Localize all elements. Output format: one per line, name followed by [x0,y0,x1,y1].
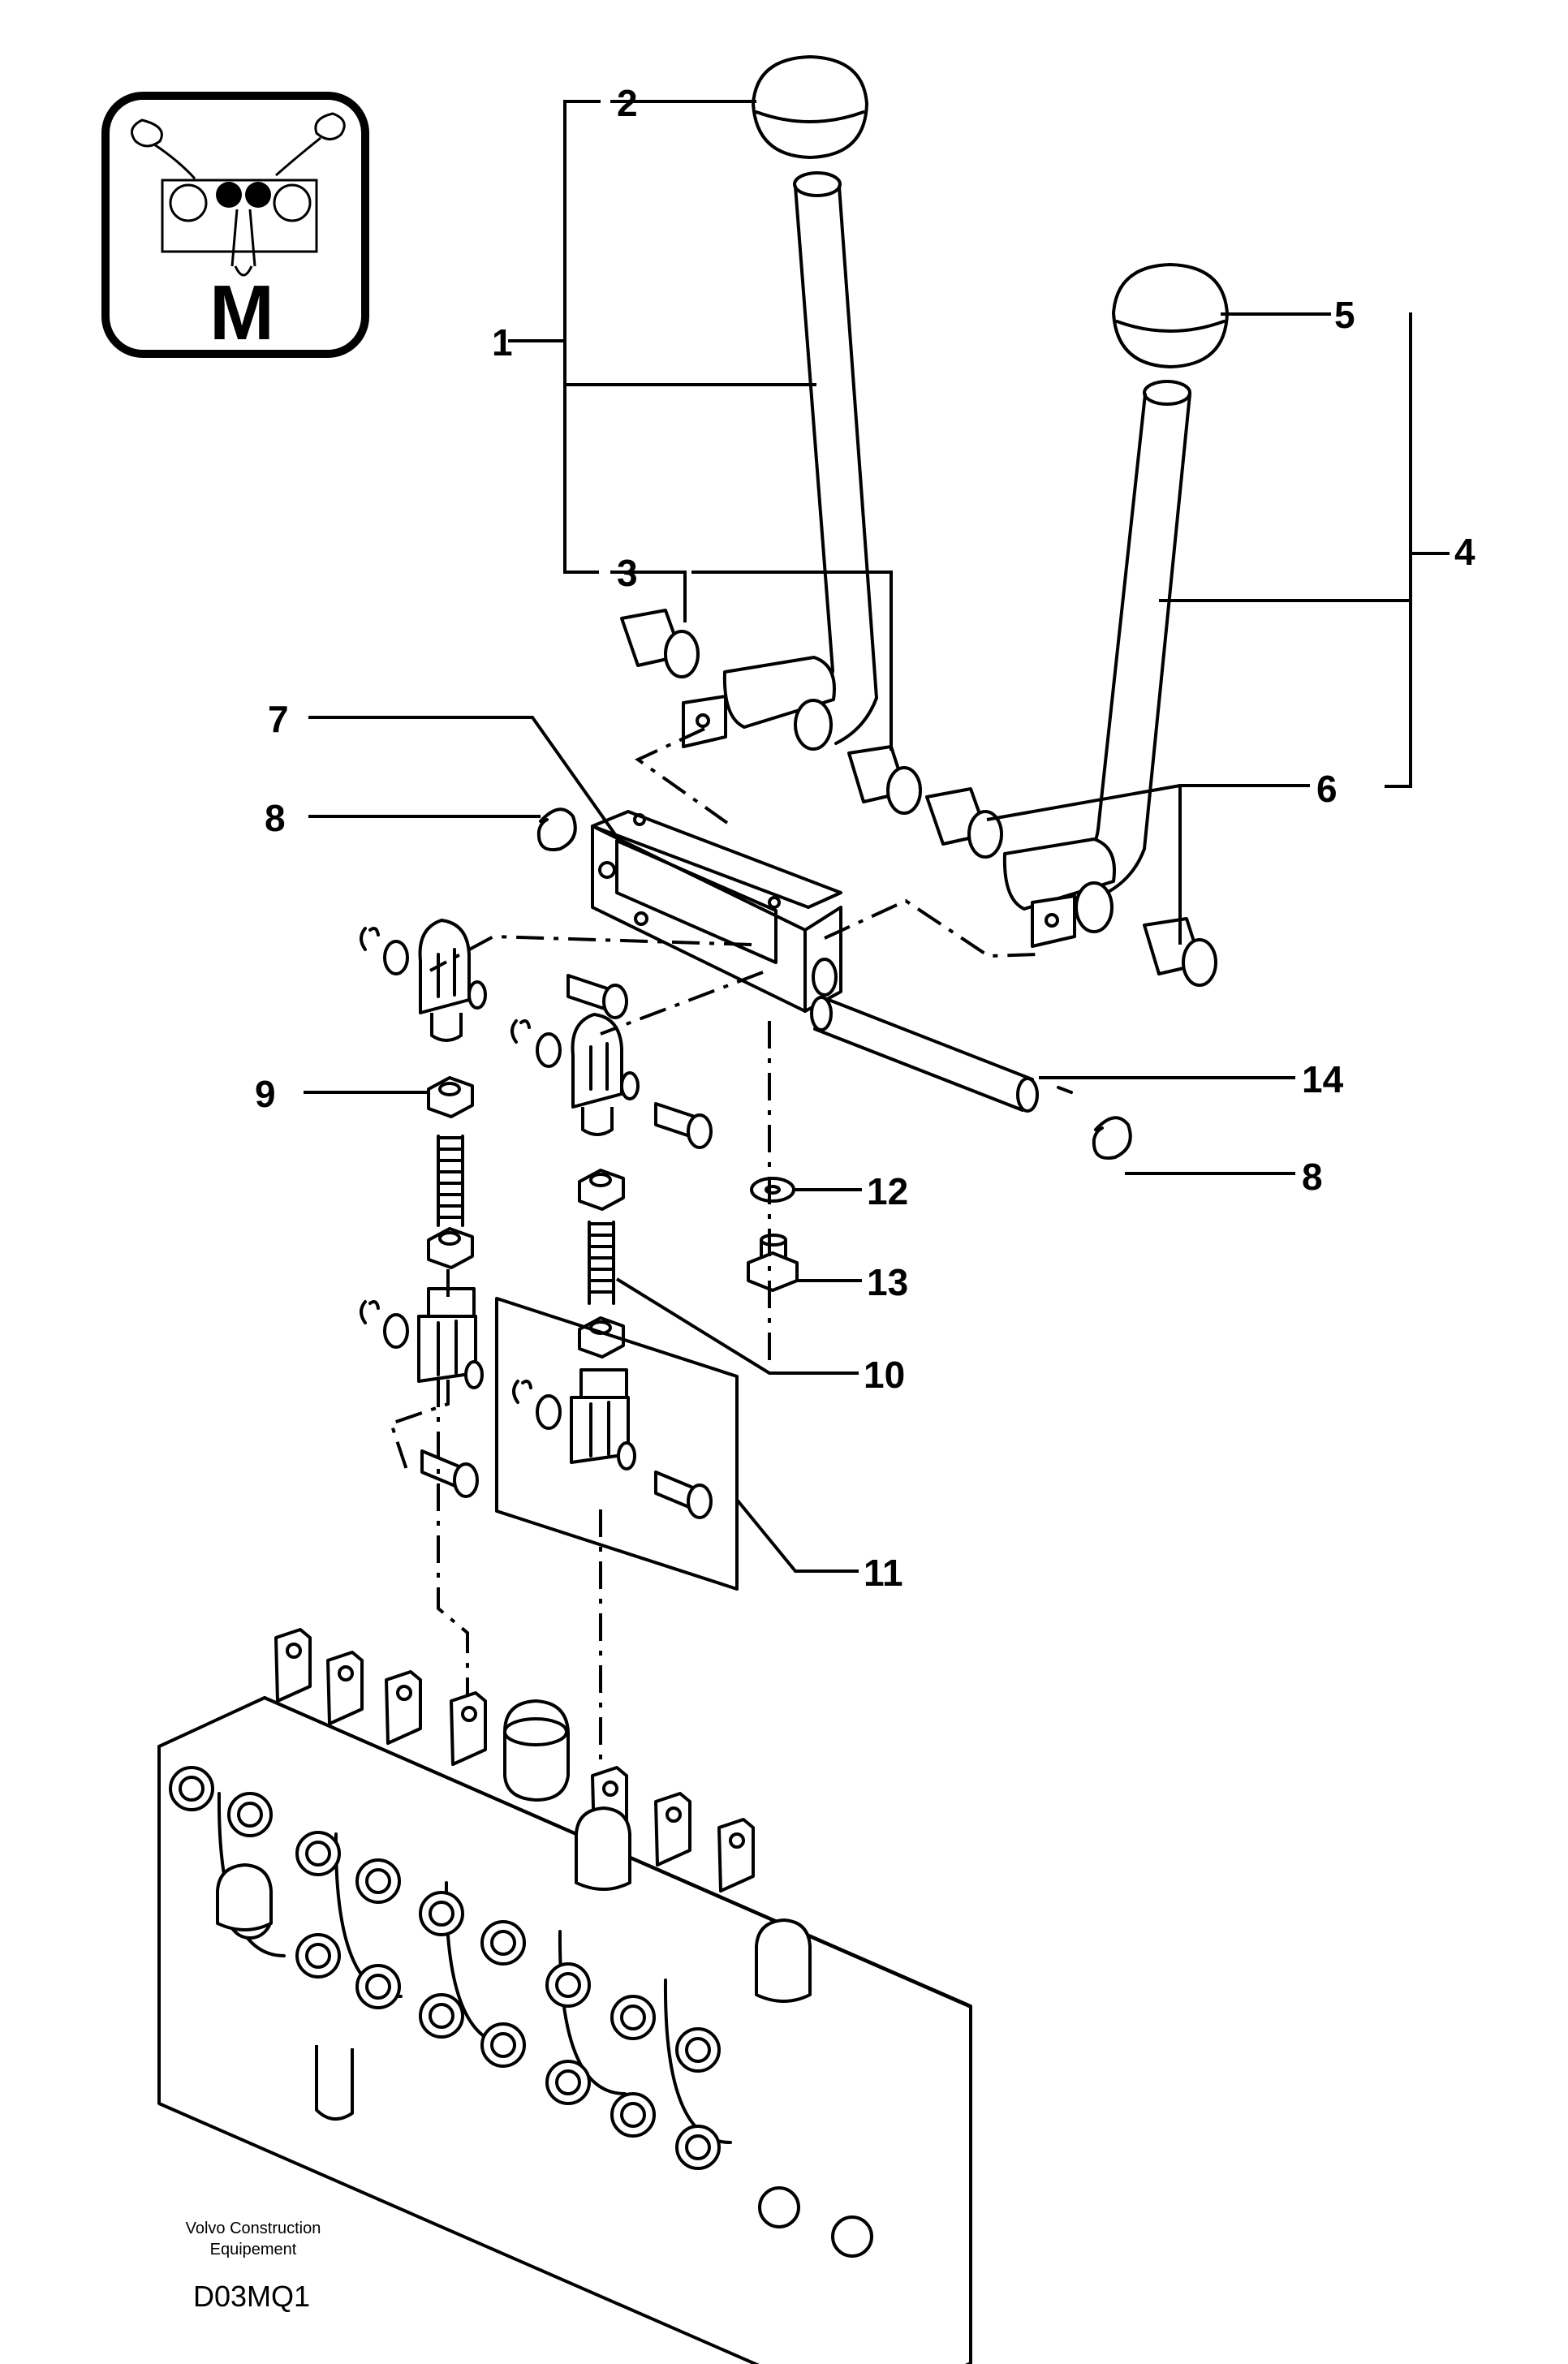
circlip-8-lower [1092,1116,1132,1160]
callout-14: 14 [1302,1058,1344,1100]
bushing-3a [620,609,700,678]
lever-1 [682,171,878,751]
plug-13 [747,1234,799,1292]
callout-12: 12 [867,1170,908,1212]
callout-13: 13 [867,1261,908,1303]
callout-3: 3 [617,552,638,594]
credit-line-2: Equipement [210,2241,297,2259]
pin-14 [810,996,1073,1113]
nut-right-upper [578,1169,625,1211]
callout-labels: 2 1 3 5 4 6 7 8 9 14 8 12 13 10 11 [255,82,1475,1594]
callout-4: 4 [1454,531,1475,573]
callout-1: 1 [492,321,513,364]
circlip-8-upper [536,807,577,851]
knob-2 [752,55,868,159]
bushing-6a [925,787,1003,859]
kit-panel-11 [495,1297,739,1591]
callout-9: 9 [255,1073,276,1115]
callout-6: 6 [1316,768,1338,810]
spring-rod-left [437,1135,464,1227]
spring-rod-10 [588,1221,615,1305]
valve-ports [169,1766,873,2258]
drawing-credit: Volvo Construction Equipement D03MQ1 [186,2220,321,2313]
nut-9 [427,1076,474,1118]
assembly-lines [389,727,1038,1763]
clevis-right-upper [510,1013,640,1136]
callout-11: 11 [864,1552,903,1594]
clevis-left-lower [360,1287,484,1389]
nut-left-mid [427,1227,474,1269]
callout-7: 7 [268,698,289,740]
control-valve-block [157,1628,972,2364]
joystick-pattern-icon [131,112,346,277]
pin-left-lower [420,1449,479,1498]
washer-12 [750,1177,795,1203]
bracket-7 [591,810,842,1013]
callout-5: 5 [1334,294,1355,336]
callout-2: 2 [617,82,638,124]
bushing-3b [847,745,922,815]
callout-8-upper: 8 [265,797,286,839]
credit-line-1: Volvo Construction [186,2220,321,2237]
relief-valve-cap [503,1699,570,1802]
badge-letter: M [209,269,274,356]
drawing-code: D03MQ1 [193,2280,310,2313]
clevis-left-upper [360,919,487,1042]
pin-right-upper [654,1102,713,1149]
filter-caps [216,1806,812,2121]
control-pattern-badge: M [101,92,369,358]
leader-lines [304,100,1450,1573]
knob-5 [1112,263,1229,368]
callout-8-lower: 8 [1302,1156,1323,1198]
lever-4 [1002,380,1191,948]
pin-left-upper [566,974,628,1019]
bushing-6b [1143,917,1217,987]
callout-10: 10 [864,1354,905,1396]
